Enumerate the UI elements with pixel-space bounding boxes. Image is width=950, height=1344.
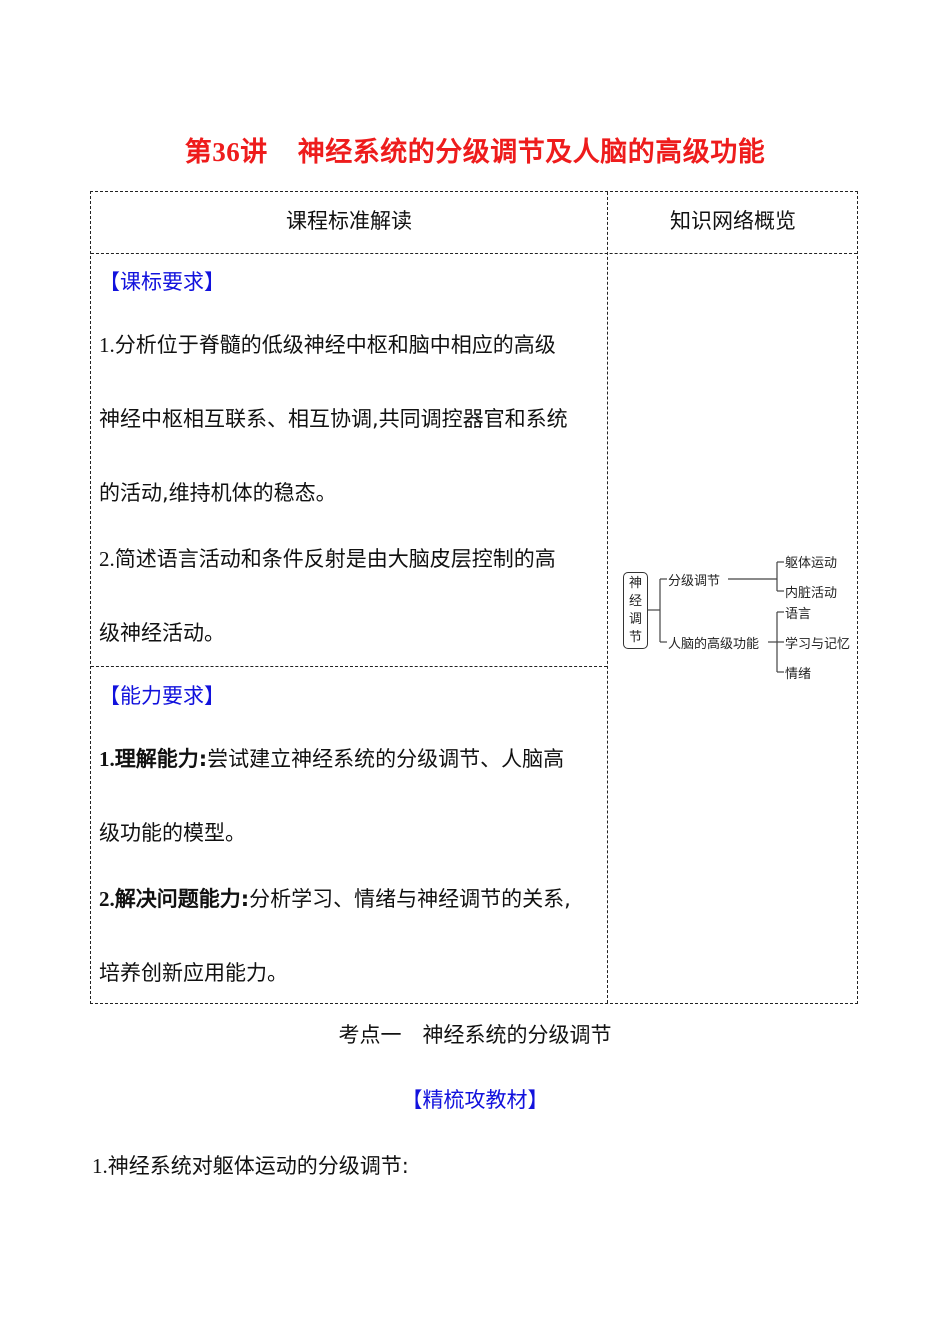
item-text-line: 分析学习、情绪与神经调节的关系, xyxy=(249,887,571,911)
knowledge-map-diagram: 神 经 调 节 分级调节 人脑的高级功能 躯体运动 内脏活动 语言 学习与记忆 … xyxy=(622,548,862,688)
item-number: 2. xyxy=(99,547,115,571)
item-bold-label: 解决问题能力: xyxy=(114,887,250,911)
curriculum-requirements-label: 【课标要求】 xyxy=(99,270,225,294)
item-text-line: 简述语言活动和条件反射是由大脑皮层控制的高 xyxy=(114,547,556,571)
item-text-line: 尝试建立神经系统的分级调节、人脑高 xyxy=(207,747,565,771)
section-divider xyxy=(91,666,607,667)
item-text-line: 级神经活动。 xyxy=(99,621,225,645)
curriculum-item-2: 2.简述语言活动和条件反射是由大脑皮层控制的高 级神经活动。 xyxy=(99,522,604,670)
item-text-line: 级功能的模型。 xyxy=(99,821,246,845)
leaf-emotion: 情绪 xyxy=(785,667,812,682)
study-material-label: 【精梳攻教材】 xyxy=(401,1088,549,1112)
first-point: 1.神经系统对躯体运动的分级调节: xyxy=(92,1150,409,1180)
header-knowledge-map: 知识网络概览 xyxy=(670,209,796,233)
header-divider xyxy=(91,253,857,254)
ability-requirements-label: 【能力要求】 xyxy=(99,684,225,708)
root-char: 经 xyxy=(628,594,642,609)
leaf-learning-memory: 学习与记忆 xyxy=(785,637,851,652)
topic-heading: 考点一 神经系统的分级调节 xyxy=(338,1023,612,1047)
overview-table: 课程标准解读 知识网络概览 【课标要求】 1.分析位于脊髓的低级神经中枢和脑中相… xyxy=(90,191,858,1004)
point-number: 1. xyxy=(92,1154,108,1178)
item-text-line: 分析位于脊髓的低级神经中枢和脑中相应的高级 xyxy=(114,333,556,357)
title-prefix: 第 xyxy=(184,137,213,168)
item-text-line: 神经中枢相互联系、相互协调,共同调控器官和系统 xyxy=(99,407,568,431)
ability-item-1: 1.理解能力:尝试建立神经系统的分级调节、人脑高 级功能的模型。 xyxy=(99,722,604,870)
point-text: 神经系统对躯体运动的分级调节: xyxy=(107,1154,409,1178)
column-divider xyxy=(607,192,608,1003)
item-number: 2. xyxy=(99,887,115,911)
item-bold-label: 理解能力: xyxy=(114,747,208,771)
ability-item-2: 2.解决问题能力:分析学习、情绪与神经调节的关系, 培养创新应用能力。 xyxy=(99,862,604,1010)
diagram-root-node: 神 经 调 节 xyxy=(623,572,648,649)
item-number: 1. xyxy=(99,747,115,771)
branch-grading-regulation: 分级调节 xyxy=(668,574,721,589)
title-suffix: 讲 xyxy=(240,137,268,168)
root-char: 节 xyxy=(628,630,642,645)
item-number: 1. xyxy=(99,333,115,357)
branch-brain-advanced-functions: 人脑的高级功能 xyxy=(668,637,760,652)
root-char: 神 xyxy=(628,576,642,591)
leaf-visceral-activity: 内脏活动 xyxy=(785,586,838,601)
header-curriculum-standard: 课程标准解读 xyxy=(286,209,412,233)
lesson-topic: 神经系统的分级调节及人脑的高级功能 xyxy=(297,137,766,168)
leaf-somatic-movement: 躯体运动 xyxy=(785,556,838,571)
diagram-connectors xyxy=(648,561,784,673)
root-char: 调 xyxy=(628,612,642,627)
item-text-line: 的活动,维持机体的稳态。 xyxy=(99,481,337,505)
curriculum-item-1: 1.分析位于脊髓的低级神经中枢和脑中相应的高级 神经中枢相互联系、相互协调,共同… xyxy=(99,308,604,530)
page-title: 第36讲神经系统的分级调节及人脑的高级功能 xyxy=(0,130,950,169)
leaf-language: 语言 xyxy=(785,607,812,622)
item-text-line: 培养创新应用能力。 xyxy=(99,961,288,985)
lesson-number: 36 xyxy=(212,137,241,167)
